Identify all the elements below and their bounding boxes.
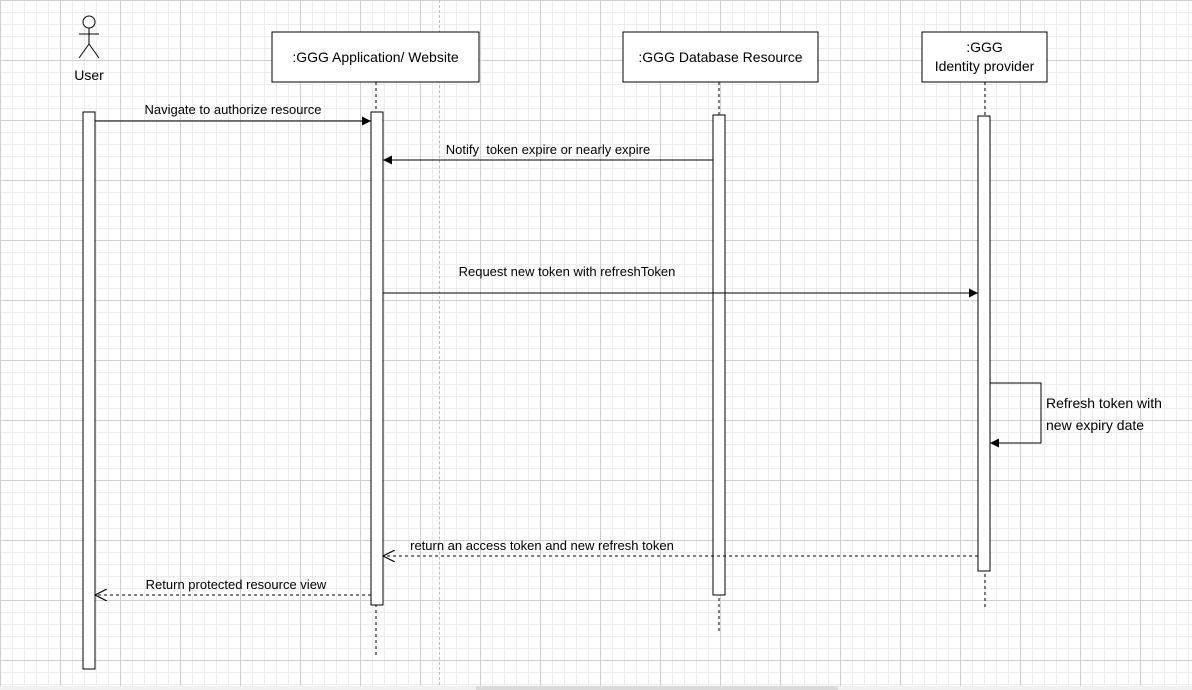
actor-leg-icon xyxy=(88,43,100,59)
message-label: Return protected resource view xyxy=(146,577,327,592)
actor-user-label: User xyxy=(74,67,104,83)
message-notify-expire[interactable]: Notify token expire or nearly expire xyxy=(383,142,713,165)
page-break-divider xyxy=(439,0,440,690)
participant-app[interactable]: :GGG Application/ Website xyxy=(271,31,480,83)
activation-user[interactable] xyxy=(82,111,96,670)
actor-head-icon xyxy=(82,15,96,29)
activation-idp[interactable] xyxy=(977,115,991,572)
message-label: Navigate to authorize resource xyxy=(144,102,321,117)
actor-leg-icon xyxy=(78,43,90,59)
activation-app[interactable] xyxy=(370,111,384,606)
participant-app-box xyxy=(271,31,480,83)
message-refresh-self[interactable]: Refresh token with new expiry date xyxy=(990,382,1162,448)
participant-app-label: :GGG Application/ Website xyxy=(292,49,458,65)
message-label: Notify token expire or nearly expire xyxy=(446,142,650,157)
message-arrow xyxy=(990,382,1042,448)
message-navigate[interactable]: Navigate to authorize resource xyxy=(95,102,371,126)
message-label-line1: Refresh token with xyxy=(1046,395,1162,411)
participant-idp-box xyxy=(921,31,1048,83)
horizontal-scrollbar-thumb[interactable] xyxy=(476,686,838,690)
participant-idp-label-line1: :GGG xyxy=(966,39,1003,55)
participant-idp-label-line2: Identity provider xyxy=(935,58,1035,74)
message-label: Request new token with refreshToken xyxy=(459,264,676,279)
activation-db[interactable] xyxy=(712,114,726,596)
message-label: return an access token and new refresh t… xyxy=(410,538,674,553)
message-return-token[interactable]: return an access token and new refresh t… xyxy=(383,538,978,556)
participant-db-box xyxy=(622,31,819,83)
message-return-view[interactable]: Return protected resource view xyxy=(95,577,371,595)
message-label-line2: new expiry date xyxy=(1046,417,1144,433)
participant-idp[interactable]: :GGG Identity provider xyxy=(921,31,1048,83)
actor-user[interactable]: User xyxy=(74,15,104,83)
message-request-token[interactable]: Request new token with refreshToken xyxy=(383,264,978,298)
participant-db-label: :GGG Database Resource xyxy=(638,49,802,65)
participant-db[interactable]: :GGG Database Resource xyxy=(622,31,819,83)
